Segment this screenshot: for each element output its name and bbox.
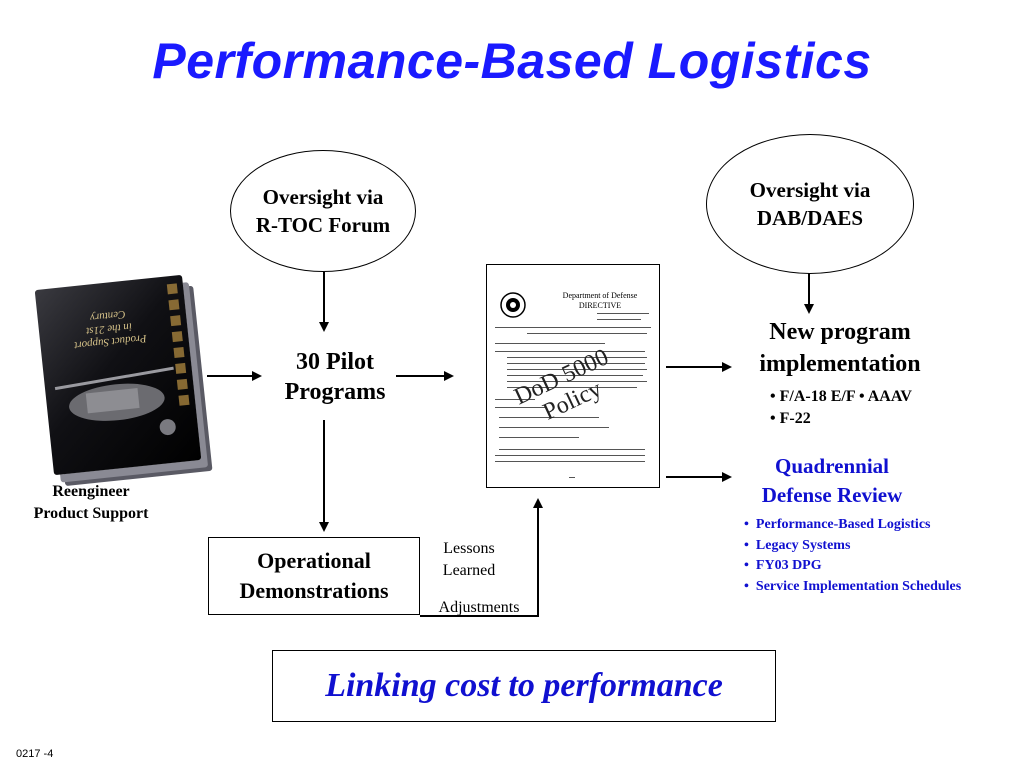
directive-text-line <box>527 333 647 334</box>
new-program-heading-line2: implementation <box>759 351 921 377</box>
slide-code: 0217 -4 <box>16 748 54 760</box>
directive-text-line <box>507 363 645 364</box>
directive-text-line <box>597 313 649 314</box>
qdr-heading-line1: Quadrennial <box>775 454 889 478</box>
lessons-learned-label: Lessons Learned <box>424 538 514 582</box>
dod-directive-document: Department of Defense DIRECTIVE DoD 5000… <box>486 264 660 488</box>
qdr-heading: Quadrennial Defense Review <box>728 452 936 510</box>
dod-seal-icon <box>500 292 526 318</box>
tagline-text: Linking cost to performance <box>325 667 723 704</box>
directive-text-line <box>499 437 579 438</box>
new-program-list: • F/A-18 E/F • AAAV • F-22 <box>770 386 912 430</box>
operational-demos-line2: Demonstrations <box>239 578 389 603</box>
new-program-item: • F-22 <box>770 410 811 427</box>
adjustments-label: Adjustments <box>438 599 520 616</box>
book-cover-art <box>54 283 190 436</box>
directive-text-line <box>499 427 609 428</box>
qdr-item-text: Service Implementation Schedules <box>755 578 962 594</box>
operational-demonstrations-box: Operational Demonstrations <box>208 537 420 615</box>
directive-text-line <box>597 319 641 320</box>
directive-page-mark <box>569 477 575 478</box>
qdr-item: • Legacy Systems <box>744 537 851 553</box>
qdr-item-text: Legacy Systems <box>755 537 851 553</box>
directive-text-line <box>499 449 645 450</box>
pilot-programs-line1: 30 Pilot <box>296 349 374 375</box>
directive-text-line <box>499 417 599 418</box>
directive-rule <box>495 327 651 328</box>
oversight-rtoc-line2: R-TOC Forum <box>255 213 391 237</box>
directive-header-line2: DIRECTIVE <box>578 301 622 310</box>
directive-text-line <box>507 357 647 358</box>
dod-5000-policy-stamp: DoD 5000 Policy <box>502 340 633 438</box>
lessons-learned-line1: Lessons <box>443 540 495 557</box>
qdr-item: • FY03 DPG <box>744 558 822 573</box>
directive-text-line <box>495 351 645 352</box>
qdr-item: • Service Implementation Schedules <box>744 578 962 594</box>
qdr-heading-line2: Defense Review <box>761 483 903 507</box>
oversight-rtoc-line1: Oversight via <box>262 185 384 209</box>
oversight-dab-line2: DAB/DAES <box>756 206 864 230</box>
book-caption: Reengineer Product Support <box>14 481 168 525</box>
oversight-rtoc-ellipse: Oversight via R-TOC Forum <box>230 150 416 272</box>
arrow-demos-to-directive <box>420 498 543 617</box>
directive-text-line <box>495 399 535 400</box>
directive-text-line <box>507 387 637 388</box>
directive-header: Department of Defense DIRECTIVE <box>545 291 655 311</box>
directive-text-line <box>495 343 605 344</box>
oversight-dab-line1: Oversight via <box>749 178 871 202</box>
new-program-heading-line1: New program <box>769 319 911 345</box>
book-caption-line1: Reengineer <box>52 483 130 500</box>
directive-text-line <box>507 375 643 376</box>
directive-header-line1: Department of Defense <box>562 291 638 300</box>
lessons-learned-line2: Learned <box>442 562 496 579</box>
tagline-box: Linking cost to performance <box>272 650 776 722</box>
product-support-book-image: Product Support in the 21st Century <box>34 274 202 476</box>
new-program-heading: New program implementation <box>730 316 950 380</box>
operational-demos-line1: Operational <box>257 548 371 573</box>
book-caption-line2: Product Support <box>33 505 149 522</box>
qdr-item-text: FY03 DPG <box>755 558 822 573</box>
qdr-item-text: Performance-Based Logistics <box>755 517 931 532</box>
pilot-programs-label: 30 Pilot Programs <box>255 347 415 407</box>
pilot-programs-line2: Programs <box>284 379 386 405</box>
directive-text-line <box>507 369 647 370</box>
directive-text-line <box>495 455 645 456</box>
qdr-item: • Performance-Based Logistics <box>744 517 931 532</box>
oversight-dab-ellipse: Oversight via DAB/DAES <box>706 134 914 274</box>
directive-text-line <box>495 461 645 462</box>
slide-title: Performance-Based Logistics <box>152 33 872 89</box>
directive-text-line <box>495 407 545 408</box>
qdr-list: • Performance-Based Logistics • Legacy S… <box>744 515 961 597</box>
new-program-item: • F/A-18 E/F • AAAV <box>770 388 912 405</box>
directive-text-line <box>507 381 647 382</box>
